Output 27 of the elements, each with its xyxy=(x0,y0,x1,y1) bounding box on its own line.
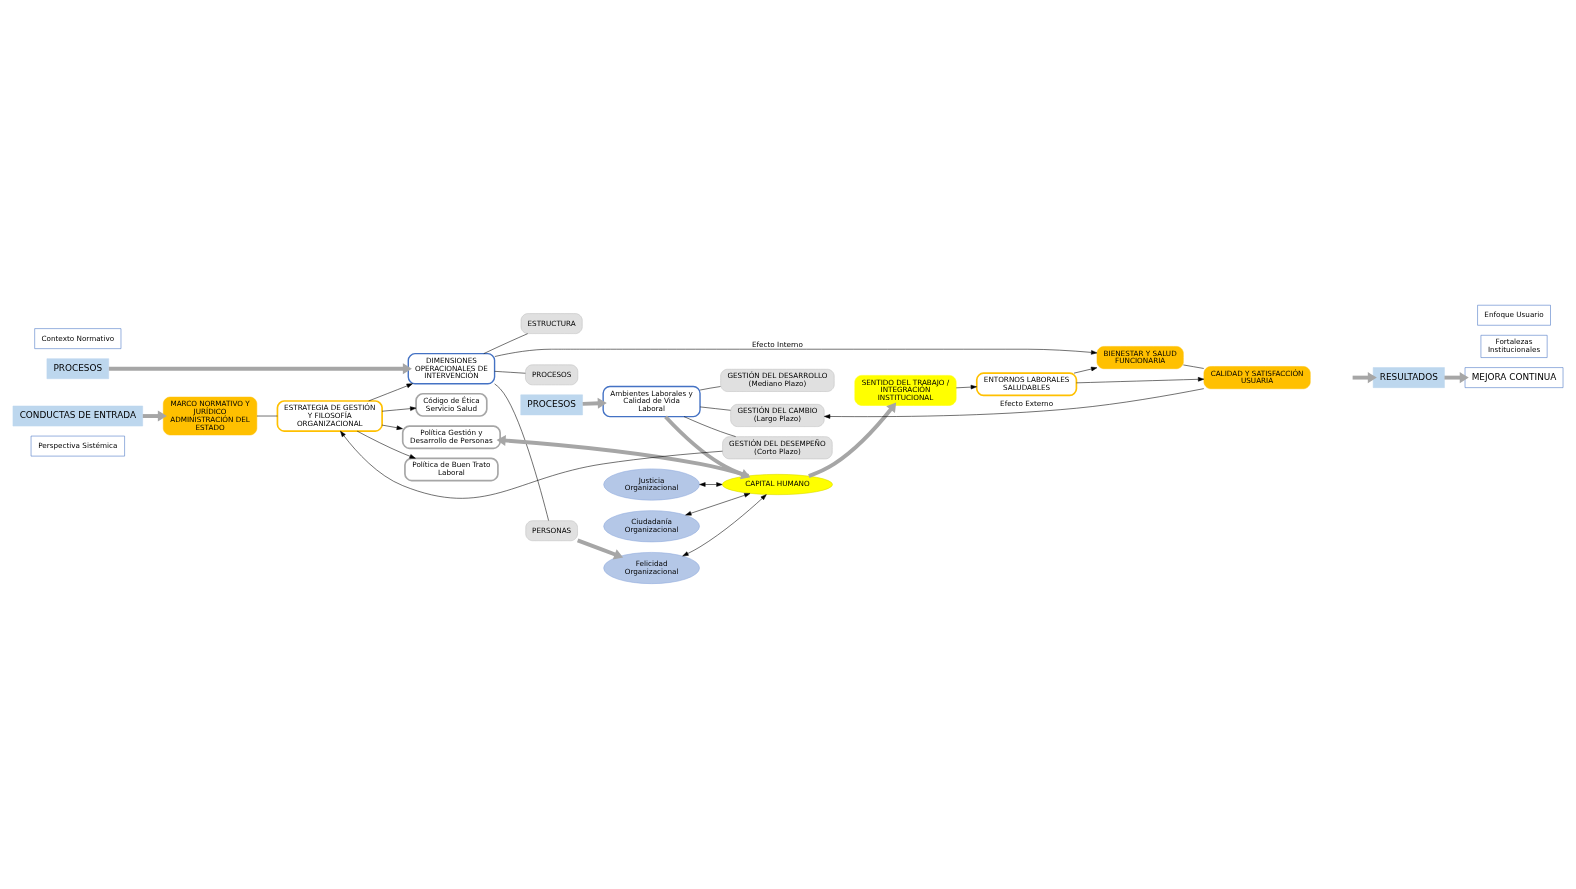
arrow xyxy=(381,406,417,412)
arrow xyxy=(1073,366,1098,374)
arrow xyxy=(1076,377,1205,384)
arrow xyxy=(682,494,767,557)
connector xyxy=(494,383,549,521)
arrow xyxy=(368,383,413,402)
arrow xyxy=(1352,372,1377,384)
arrow xyxy=(340,430,723,499)
node-box: PROCESOS xyxy=(520,394,583,416)
node-box: PROCESOS xyxy=(46,358,109,379)
arrow xyxy=(356,430,416,459)
arrow xyxy=(808,402,897,478)
node-box: CONDUCTAS DE ENTRADA xyxy=(12,405,143,427)
node-box: MEJORA CONTINUA xyxy=(1464,367,1564,388)
arrow xyxy=(1444,372,1469,384)
arrow xyxy=(824,388,1205,419)
arrow xyxy=(685,493,751,516)
arrow xyxy=(142,410,167,422)
arrow xyxy=(664,415,751,480)
arrow xyxy=(699,482,723,487)
arrow xyxy=(496,435,749,478)
arrow xyxy=(955,384,977,390)
arrow xyxy=(381,424,403,430)
arrow xyxy=(494,348,1098,357)
arrow xyxy=(108,363,412,375)
node-box: RESULTADOS xyxy=(1372,367,1445,388)
arrow xyxy=(576,538,624,560)
